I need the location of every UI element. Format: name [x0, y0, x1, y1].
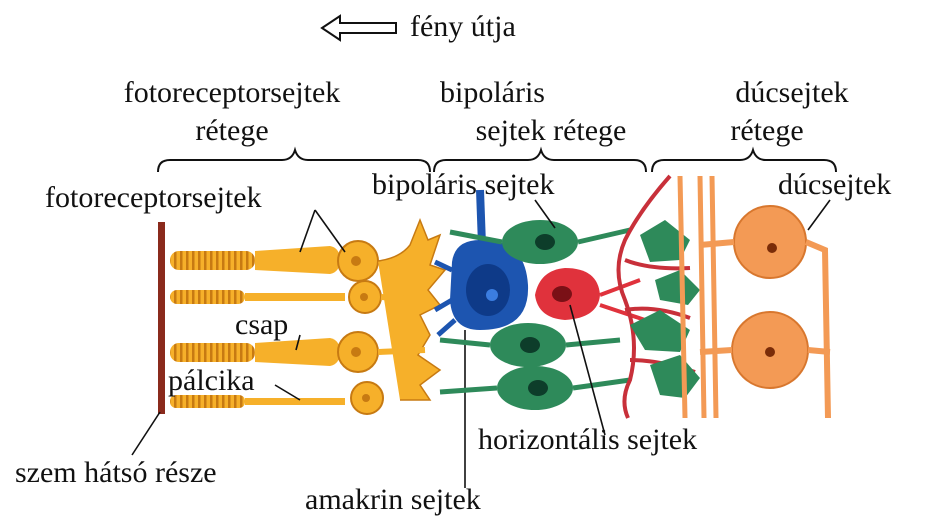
cone-label: csap	[235, 310, 288, 340]
light-path-label: fény útja	[410, 12, 516, 42]
left-arrow-icon	[322, 16, 396, 40]
photoreceptor-cells-label: fotoreceptorsejtek	[45, 183, 262, 213]
bipolar-cells-label: bipoláris sejtek	[372, 170, 554, 200]
horizontal-cells-label: horizontális sejtek	[478, 425, 697, 455]
photoreceptor-layer-title-2: rétege	[72, 116, 392, 146]
rod-pointer	[275, 385, 300, 400]
horizontal-pointer	[570, 305, 605, 435]
photoreceptor-pointer-2	[315, 210, 345, 252]
eye-back-label: szem hátsó része	[15, 458, 217, 488]
eye-back-wall	[158, 222, 165, 414]
ganglion-layer-title-1: dúcsejtek	[692, 78, 892, 108]
eye-back-pointer	[132, 412, 160, 455]
bipolar-layer-title-1: bipoláris	[420, 78, 690, 108]
photoreceptor-layer-title-1: fotoreceptorsejtek	[72, 78, 392, 108]
ganglion-cells-label: dúcsejtek	[778, 170, 891, 200]
amacrine-cells-label: amakrin sejtek	[305, 485, 481, 515]
bipolar-layer-title-2: sejtek rétege	[436, 116, 666, 146]
rod-label: pálcika	[168, 366, 255, 396]
amacrine-cell	[435, 190, 528, 335]
ganglion-cell-group	[680, 176, 830, 418]
ganglion-layer-title-2: rétege	[692, 116, 842, 146]
photoreceptor-pointer-1	[300, 210, 315, 252]
ganglion-pointer	[808, 200, 830, 230]
